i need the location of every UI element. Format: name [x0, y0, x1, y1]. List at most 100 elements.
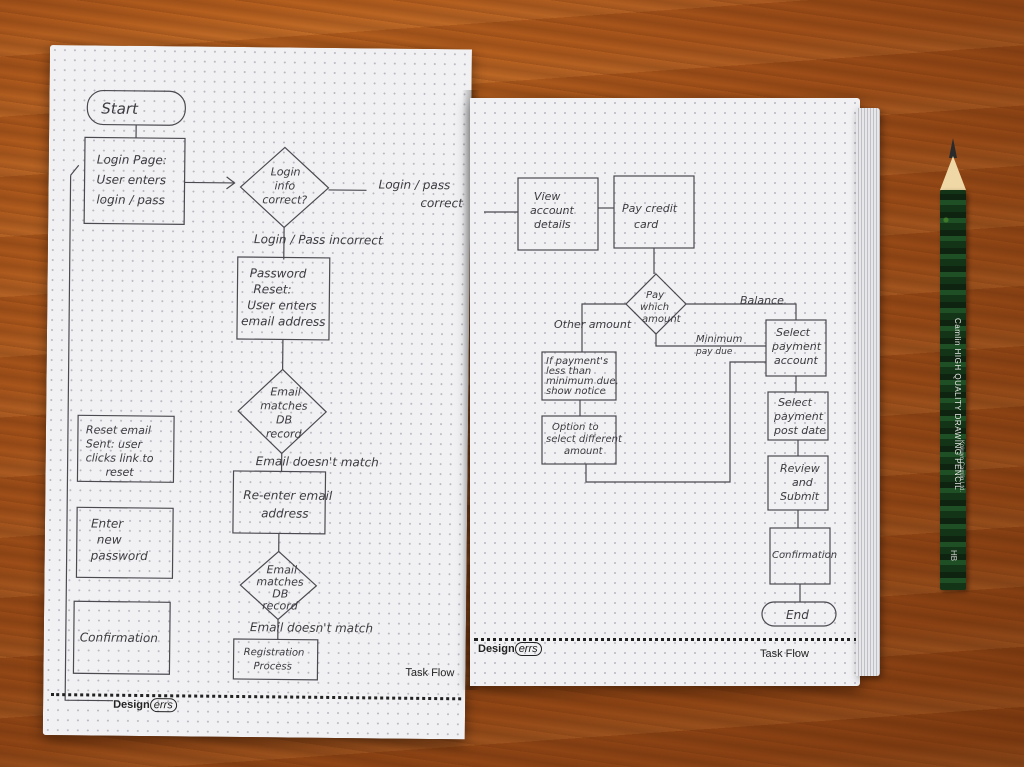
enter-new-password-box [75, 506, 174, 579]
pencil-lead-tip [949, 138, 957, 158]
right-footer-dotted-rule [474, 638, 858, 641]
login-to-decision-line [184, 181, 235, 184]
email-match-1-line-3: DB [276, 413, 292, 426]
registration-line-1: Registration [244, 647, 305, 659]
login-page-line-2: User enters [97, 172, 167, 187]
right-page-sketch: View account details Pay credit card Pay… [484, 175, 837, 627]
registration-process-box [232, 638, 319, 681]
pay-which-line-3: amount [642, 314, 682, 325]
email-match-2-line-4: record [262, 599, 299, 612]
right-confirmation-label: Confirmation [772, 550, 837, 561]
post-date-line-2: payment [773, 410, 824, 423]
notice-line-4: show notice [546, 386, 606, 397]
end-label: End [786, 608, 809, 622]
password-reset-line-4: email address [241, 314, 325, 329]
left-return-line [64, 175, 114, 702]
option-line-2: select different [546, 434, 623, 445]
start-label: Start [101, 100, 139, 118]
login-pass-incorrect-label: Login / Pass incorrect [254, 232, 384, 247]
minimum-line-1: Minimum [696, 334, 743, 345]
login-pass-correct-line-1: Login / pass [378, 177, 450, 192]
email-match-1-line-2: matches [260, 399, 308, 412]
password-reset-line-3: User enters [247, 298, 317, 313]
left-brand-word: Design [113, 698, 150, 712]
notebook-page-stack [856, 108, 880, 676]
balance-label: Balance [740, 294, 784, 307]
view-account-line-2: account [530, 204, 575, 217]
email-match-2-line-3: DB [272, 587, 288, 600]
view-account-line-3: details [534, 218, 571, 231]
left-page-sketch: Start Login Page: User enters login / pa… [64, 89, 464, 702]
option-line-3: amount [564, 446, 604, 457]
pay-which-line-2: which [640, 302, 669, 313]
pencil-grade-label: HB [949, 550, 958, 562]
pencil-wood-tip [940, 156, 966, 190]
login-pass-correct-line-2: correct [420, 196, 464, 210]
right-brand-suffix: errs [514, 642, 542, 656]
login-to-decision-arrow [226, 176, 236, 190]
review-line-1: Review [780, 462, 820, 475]
notebook-left-page: Start Login Page: User enters login / pa… [42, 45, 472, 740]
reenter-email-line-2: address [261, 506, 309, 520]
post-date-line-1: Select [778, 396, 813, 409]
option-line-1: Option to [552, 422, 599, 433]
view-account-details-box [517, 177, 599, 251]
login-page-line-3: login / pass [96, 192, 165, 207]
select-account-line-2: payment [771, 340, 822, 353]
pencil-brand-label: Camlin HIGH QUALITY DRAWING PENCIL [953, 318, 962, 491]
select-account-line-3: account [774, 354, 819, 367]
email-doesnt-match-1-label: Email doesn't match [256, 454, 379, 469]
enter-new-line-3: password [90, 548, 149, 563]
enter-new-line-1: Enter [91, 516, 124, 530]
other-amount-label: Other amount [554, 318, 632, 331]
select-account-line-1: Select [776, 326, 811, 339]
right-footer-title: Task Flow [760, 648, 809, 660]
reset-email-line-2: Sent: user [86, 437, 144, 451]
pay-credit-line-1: Pay credit [622, 202, 678, 215]
email-match-1-line-4: record [266, 427, 303, 440]
notice-line-1: If payment's [546, 356, 608, 367]
option-return-line [585, 361, 766, 483]
pencil-body: Camlin HIGH QUALITY DRAWING PENCIL Kokuy… [940, 190, 966, 590]
balance-branch-line [686, 303, 797, 320]
right-brand-word: Design [478, 643, 515, 655]
email-match-2-line-2: matches [256, 575, 304, 588]
end-terminal [761, 601, 837, 627]
reset-email-line-3: clicks link to [86, 451, 154, 465]
reset-email-line-1: Reset email [86, 423, 151, 437]
pay-credit-line-2: card [634, 218, 659, 231]
review-line-3: Submit [780, 490, 820, 503]
left-footer-title: Task Flow [405, 666, 455, 680]
login-page-box [83, 136, 186, 226]
notice-line-2: less than [546, 366, 591, 377]
notice-box [541, 351, 617, 401]
post-date-line-3: post date [773, 424, 826, 437]
password-reset-line-2: Reset: [253, 282, 291, 296]
login-info-line-3: correct? [262, 193, 307, 206]
email-doesnt-match-2-label: Email doesn't match [250, 620, 373, 635]
notebook-right-page: View account details Pay credit card Pay… [470, 98, 860, 686]
reset-email-line-4: reset [105, 466, 134, 479]
login-info-line-2: info [274, 179, 295, 192]
left-confirmation-label: Confirmation [80, 630, 158, 645]
email-match-2-line-1: Email [266, 563, 297, 576]
minimum-branch-line [655, 334, 766, 347]
login-info-line-1: Login [271, 165, 301, 178]
password-reset-line-1: Password [250, 266, 307, 281]
email-match-1-line-1: Email [270, 385, 301, 398]
minimum-line-2: pay due [695, 347, 733, 357]
enter-new-line-2: new [97, 533, 122, 547]
left-brand-suffix: errs [149, 698, 177, 713]
notice-line-3: minimum due, [546, 376, 619, 387]
pay-which-line-1: Pay [646, 290, 665, 301]
option-different-amount-box [541, 415, 617, 465]
left-return-arrow [70, 164, 80, 176]
view-account-line-1: View [534, 190, 560, 203]
review-line-2: and [792, 476, 814, 489]
left-confirmation-box [72, 600, 171, 675]
registration-line-2: Process [253, 661, 291, 672]
reenter-email-line-1: Re-enter email [243, 488, 333, 503]
login-page-line-1: Login Page: [97, 152, 167, 167]
